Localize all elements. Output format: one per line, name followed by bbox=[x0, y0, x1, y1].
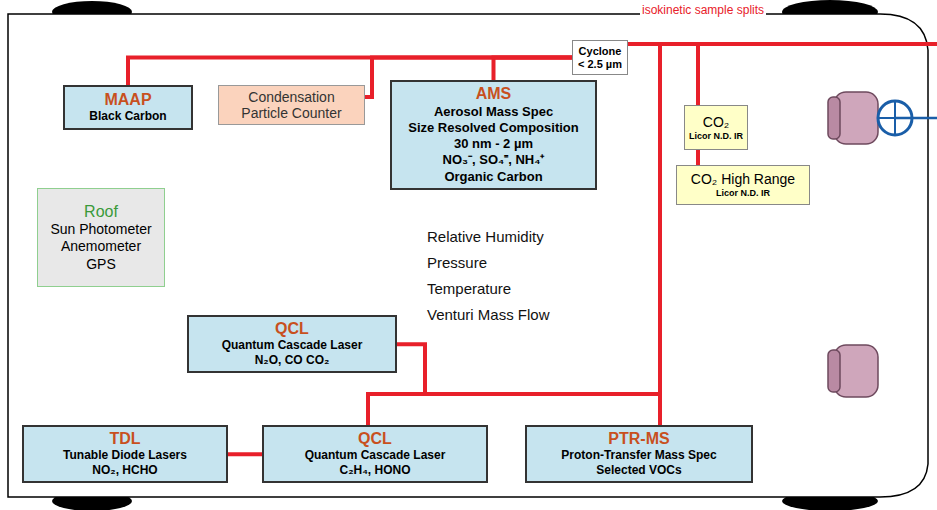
cyclone-box: Cyclone < 2.5 µm bbox=[572, 40, 628, 75]
box-text: Black Carbon bbox=[89, 109, 166, 124]
sensor-label: Relative Humidity bbox=[425, 228, 546, 245]
box-text: N₂O, CO CO₂ bbox=[255, 353, 330, 368]
sample-line bbox=[494, 58, 573, 81]
instrument-box: MAAPBlack Carbon bbox=[63, 85, 193, 130]
box-heading: QCL bbox=[275, 320, 309, 338]
van-body bbox=[8, 14, 928, 497]
box-text: Selected VOCs bbox=[596, 463, 681, 478]
box-text: Licor N.D. IR bbox=[689, 131, 743, 142]
box-text: Tunable Diode Lasers bbox=[63, 448, 187, 463]
box-heading: AMS bbox=[476, 85, 512, 103]
sample-line bbox=[368, 44, 660, 425]
note-label: isokinetic sample splits bbox=[640, 3, 766, 17]
box-heading: CO₂ High Range bbox=[691, 171, 795, 188]
box-heading: Roof bbox=[84, 202, 118, 221]
box-heading: TDL bbox=[109, 430, 140, 448]
box-text: 30 nm - 2 µm bbox=[454, 136, 533, 152]
sensor-box: CO₂ High RangeLicor N.D. IR bbox=[676, 165, 810, 205]
sensor-label: Pressure bbox=[425, 254, 489, 271]
instrument-box: PTR-MSProton-Transfer Mass SpecSelected … bbox=[525, 425, 753, 483]
box-heading: Condensation Particle Counter bbox=[224, 89, 359, 121]
box-heading: CO₂ bbox=[703, 114, 729, 131]
box-text: NO₃⁻, SO₄⁼, NH₄⁺ bbox=[443, 152, 545, 168]
sample-line bbox=[628, 44, 660, 425]
counter-box: Condensation Particle Counter bbox=[218, 85, 365, 125]
seat-back bbox=[828, 97, 840, 139]
sensor-box: CO₂Licor N.D. IR bbox=[684, 105, 748, 150]
box-text: Quantum Cascade Laser bbox=[305, 448, 446, 463]
box-text: Proton-Transfer Mass Spec bbox=[561, 448, 716, 463]
instrument-box: QCLQuantum Cascade LaserN₂O, CO CO₂ bbox=[187, 315, 397, 373]
box-heading: QCL bbox=[358, 430, 392, 448]
steering-wheel bbox=[878, 101, 912, 135]
sensor-label: Venturi Mass Flow bbox=[425, 306, 552, 323]
seat-back bbox=[828, 350, 840, 392]
box-text: C₂H₄, HONO bbox=[339, 463, 410, 478]
steering-spoke bbox=[894, 101, 896, 135]
instrument-box: TDLTunable Diode LasersNO₂, HCHO bbox=[22, 425, 228, 483]
box-text: NO₂, HCHO bbox=[92, 463, 157, 478]
box-text: Aerosol Mass Spec bbox=[434, 104, 553, 120]
instrument-box: AMSAerosol Mass SpecSize Resolved Compos… bbox=[390, 80, 597, 190]
box-heading: MAAP bbox=[104, 91, 151, 109]
box-text: Sun Photometer Anemometer GPS bbox=[50, 221, 152, 274]
sensor-label: Temperature bbox=[425, 280, 513, 297]
box-text: Organic Carbon bbox=[444, 169, 542, 185]
box-text: Licor N.D. IR bbox=[716, 188, 770, 199]
sample-line bbox=[696, 150, 700, 165]
box-text: Size Resolved Composition bbox=[408, 120, 578, 136]
box-heading: Cyclone < 2.5 µm bbox=[577, 45, 623, 70]
box-text: Quantum Cascade Laser bbox=[222, 338, 363, 353]
sample-line bbox=[228, 452, 262, 456]
roof-box: RoofSun Photometer Anemometer GPS bbox=[37, 188, 165, 287]
box-heading: PTR-MS bbox=[608, 430, 669, 448]
sample-line bbox=[628, 44, 698, 105]
instrument-box: QCLQuantum Cascade LaserC₂H₄, HONO bbox=[262, 425, 488, 483]
